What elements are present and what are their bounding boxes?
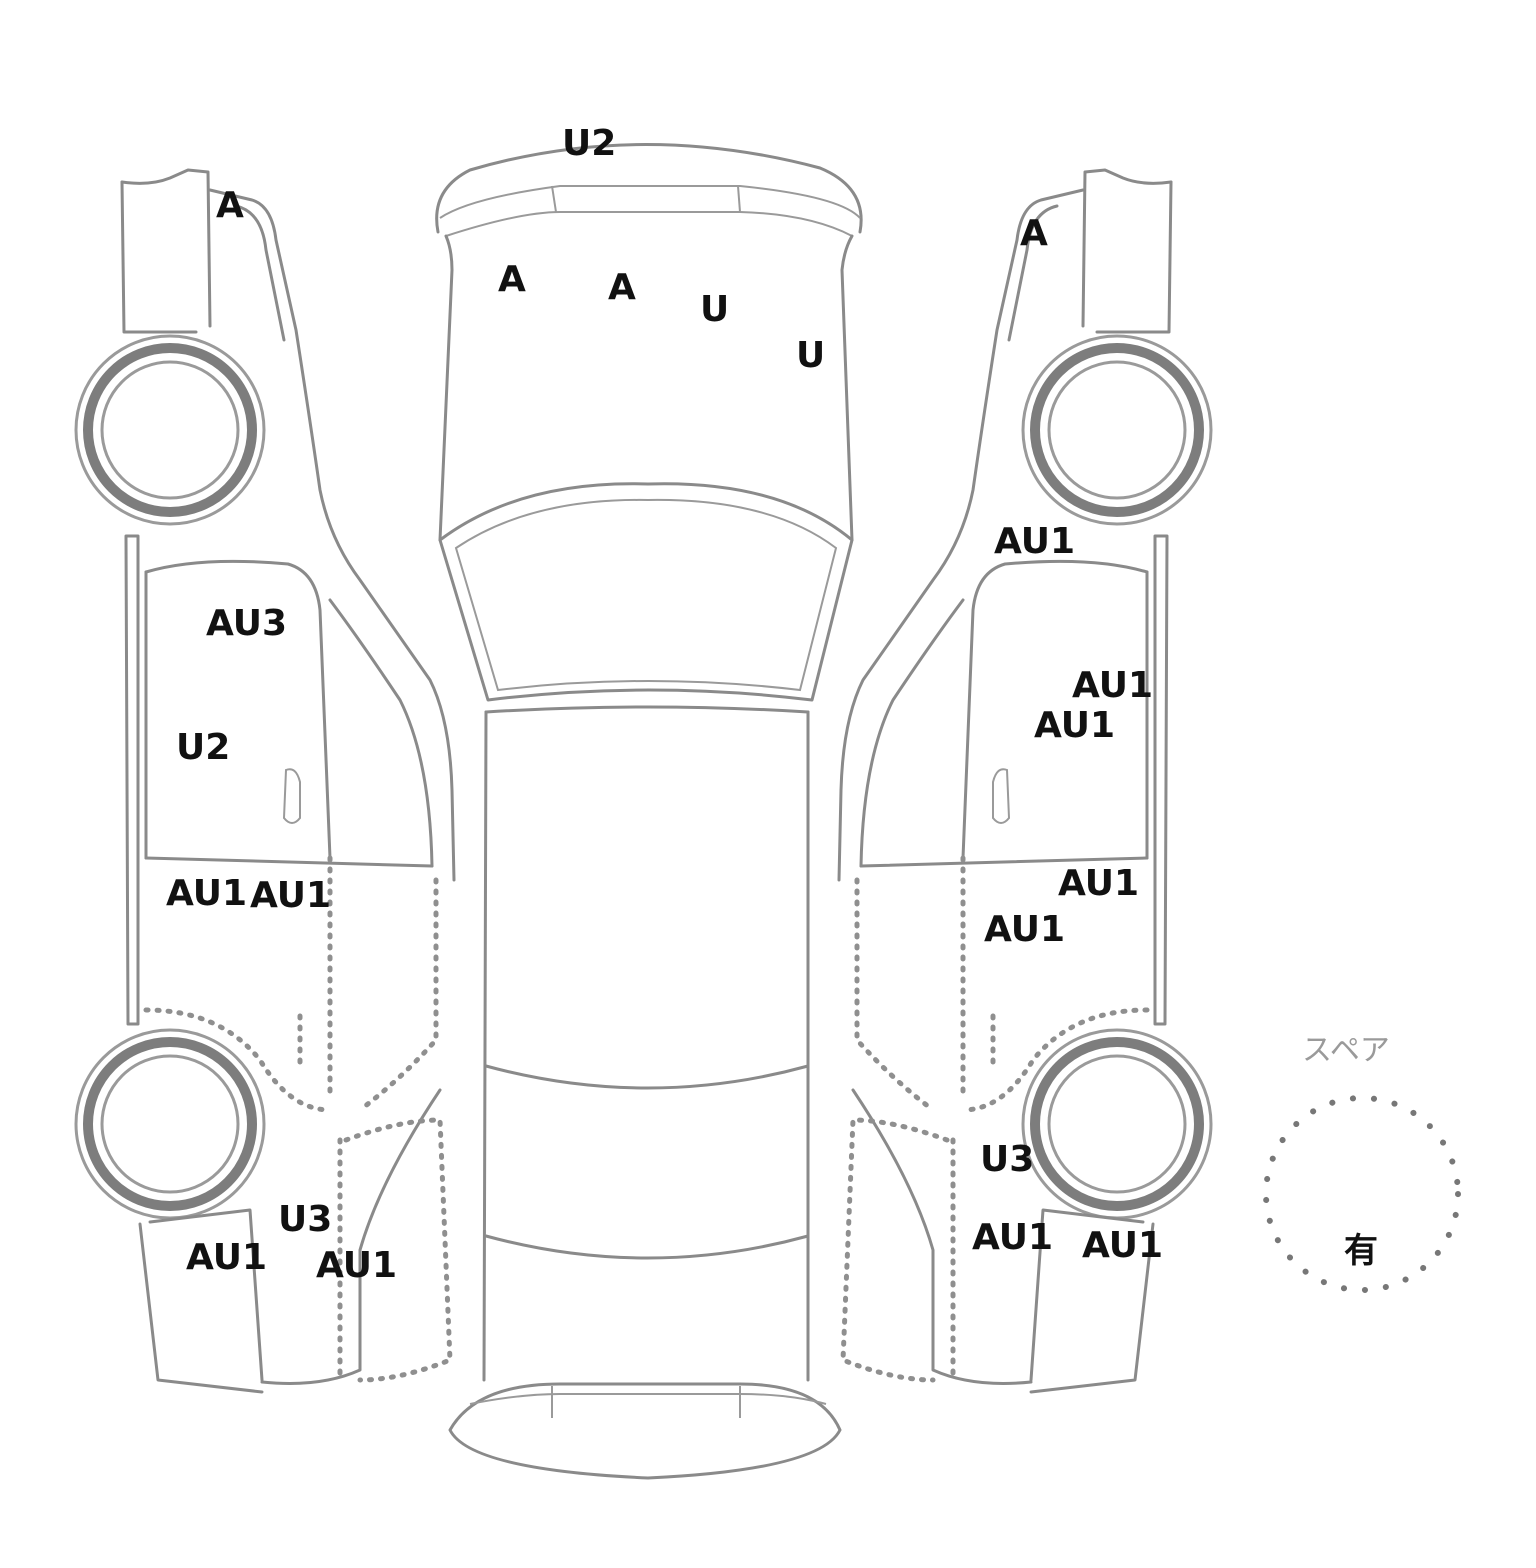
damage-mark: U xyxy=(796,335,826,376)
damage-mark: U2 xyxy=(562,123,617,164)
damage-mark: U xyxy=(700,289,730,330)
damage-mark: AU1 xyxy=(972,1217,1054,1258)
damage-mark: AU1 xyxy=(1058,863,1140,904)
car-right-side-view xyxy=(837,168,1213,1394)
damage-mark: U2 xyxy=(176,727,231,768)
damage-mark: AU1 xyxy=(250,875,332,916)
damage-mark: AU1 xyxy=(186,1237,268,1278)
spare-tire-label: スペア xyxy=(1302,1033,1390,1068)
damage-mark: A xyxy=(498,259,526,300)
damage-mark: A xyxy=(1020,213,1048,254)
damage-mark: AU1 xyxy=(1072,665,1154,706)
damage-mark: A xyxy=(216,185,244,226)
damage-mark: AU1 xyxy=(316,1245,398,1286)
damage-mark: AU1 xyxy=(1034,705,1116,746)
damage-mark: AU1 xyxy=(1082,1225,1164,1266)
spare-tire-status: 有 xyxy=(1344,1231,1378,1271)
spare-tire-icon xyxy=(1263,1095,1461,1293)
damage-mark: AU3 xyxy=(206,603,288,644)
damage-mark: AU1 xyxy=(166,873,248,914)
damage-mark: U3 xyxy=(278,1199,333,1240)
damage-mark: AU1 xyxy=(994,521,1076,562)
damage-mark: AU1 xyxy=(984,909,1066,950)
car-left-side-view xyxy=(74,168,456,1394)
damage-mark: A xyxy=(608,267,636,308)
damage-mark: U3 xyxy=(980,1139,1035,1180)
car-top-view xyxy=(435,143,863,1480)
